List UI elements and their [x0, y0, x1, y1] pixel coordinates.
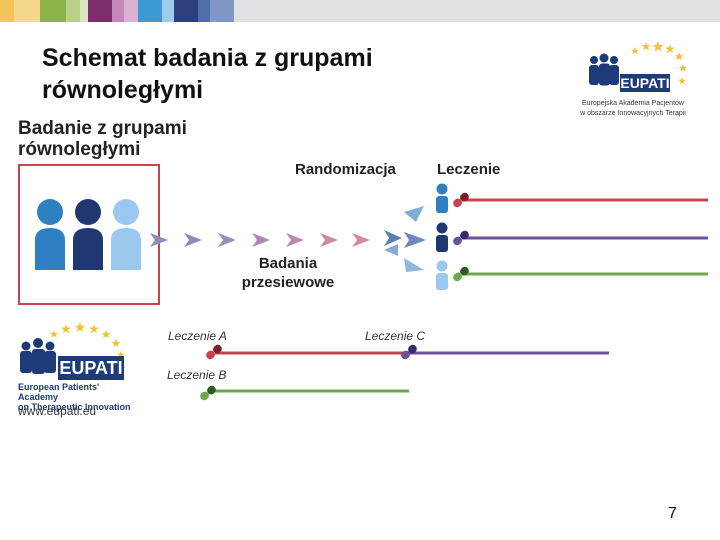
- star-icon: [678, 77, 686, 85]
- eupati-logo-text: EUPATI: [59, 358, 122, 378]
- page-number: 7: [668, 505, 677, 522]
- star-icon: [61, 324, 71, 334]
- star-icon: [89, 324, 99, 334]
- treatment-label: Leczenie: [437, 161, 501, 178]
- color-segment: [14, 0, 40, 22]
- star-icon: [74, 322, 86, 332]
- star-icon: [665, 44, 675, 54]
- color-segment: [198, 0, 210, 22]
- arrow-down-right-icon: [404, 258, 424, 272]
- star-icon: [101, 330, 111, 339]
- star-icon: [631, 47, 639, 55]
- arrow-icon: [384, 244, 398, 256]
- star-icon: [117, 351, 125, 359]
- color-segment: [0, 0, 14, 22]
- eupati-logo-subtitle: Europejska Akademia Pacjentów w obszarze…: [572, 99, 694, 119]
- star-icon: [674, 52, 684, 61]
- eupati-logo-mark-icon: EUPATI: [20, 322, 126, 380]
- eupati-url: www.eupati.eu: [18, 404, 97, 418]
- pill-icon: [206, 344, 222, 360]
- screening-label: Badania przesiewowe: [230, 254, 346, 292]
- star-icon: [652, 41, 664, 52]
- chevron-right-icon: [404, 232, 426, 248]
- pill-icon: [453, 230, 469, 246]
- eupati-logo-text: EUPATI: [620, 75, 669, 91]
- randomization-arrows: [384, 206, 426, 272]
- pill-icon: [401, 344, 417, 360]
- chevron-right-icon: [384, 230, 402, 246]
- person-navy-icon: [73, 199, 103, 270]
- eupati-tagline-line: European Patients' Academy: [18, 382, 100, 402]
- diagram-title-line: równoległymi: [18, 139, 141, 160]
- person-blue-icon: [436, 183, 448, 213]
- top-color-bar: [0, 0, 720, 22]
- pill-icon: [453, 192, 469, 208]
- diagram-title-line: Badanie z grupami: [18, 118, 187, 139]
- chevron-right-icon: [320, 233, 338, 247]
- color-segment-rest: [234, 0, 720, 22]
- eupati-logo-top: EUPATI Europejska Akademia Pacjentów w o…: [572, 38, 694, 120]
- legend-label-a: Leczenie A: [168, 329, 227, 343]
- chevron-right-icon: [150, 233, 168, 247]
- pill-icon: [453, 266, 469, 282]
- slide-title-line: równoległymi: [42, 76, 204, 104]
- diagram-title: Badanie z grupami równoległymi: [18, 118, 187, 160]
- chevron-right-icon: [286, 233, 304, 247]
- slide-title-line: Schemat badania z grupami: [42, 44, 373, 72]
- person-light-icon: [111, 199, 141, 270]
- chevron-right-icon: [252, 233, 270, 247]
- color-segment: [40, 0, 66, 22]
- chevron-right-icon: [184, 233, 202, 247]
- star-icon: [678, 64, 688, 72]
- color-segment: [174, 0, 198, 22]
- patient-group-box: [18, 164, 160, 305]
- eupati-logo-bottom: EUPATI European Patients' Academy on The…: [14, 320, 140, 420]
- screening-arrows: [150, 233, 370, 247]
- eupati-tagline-line: on Therapeutic Innovation: [18, 402, 131, 412]
- randomization-label: Randomizacja: [295, 161, 396, 178]
- legend-label-b: Leczenie B: [167, 368, 227, 382]
- color-segment: [138, 0, 162, 22]
- legend-label-c: Leczenie C: [365, 329, 426, 343]
- screening-label-line: przesiewowe: [241, 274, 335, 291]
- star-icon: [49, 330, 59, 338]
- color-segment: [80, 0, 88, 22]
- slide-title: Schemat badania z grupami równoległymi: [42, 42, 462, 106]
- person-light-icon: [436, 260, 448, 290]
- eupati-logo-mark-icon: EUPATI: [589, 41, 688, 92]
- star-icon: [111, 339, 121, 347]
- color-segment: [112, 0, 124, 22]
- color-segment: [124, 0, 138, 22]
- eupati-subtitle-line: w obszarze Innowacyjnych Terapii: [580, 110, 686, 117]
- color-segment: [66, 0, 80, 22]
- eupati-subtitle-line: Europejska Akademia Pacjentów: [582, 100, 684, 107]
- arrow-up-right-icon: [404, 206, 424, 222]
- person-blue-icon: [35, 199, 65, 270]
- star-icon: [641, 42, 651, 51]
- person-navy-icon: [436, 222, 448, 252]
- screening-label-line: Badania: [258, 255, 318, 272]
- eupati-logo-tagline: European Patients' Academy on Therapeuti…: [18, 382, 140, 412]
- color-segment: [162, 0, 174, 22]
- chevron-right-icon: [218, 233, 236, 247]
- color-segment: [210, 0, 234, 22]
- pill-icon: [200, 385, 216, 401]
- color-segment: [88, 0, 112, 22]
- chevron-right-icon: [352, 233, 370, 247]
